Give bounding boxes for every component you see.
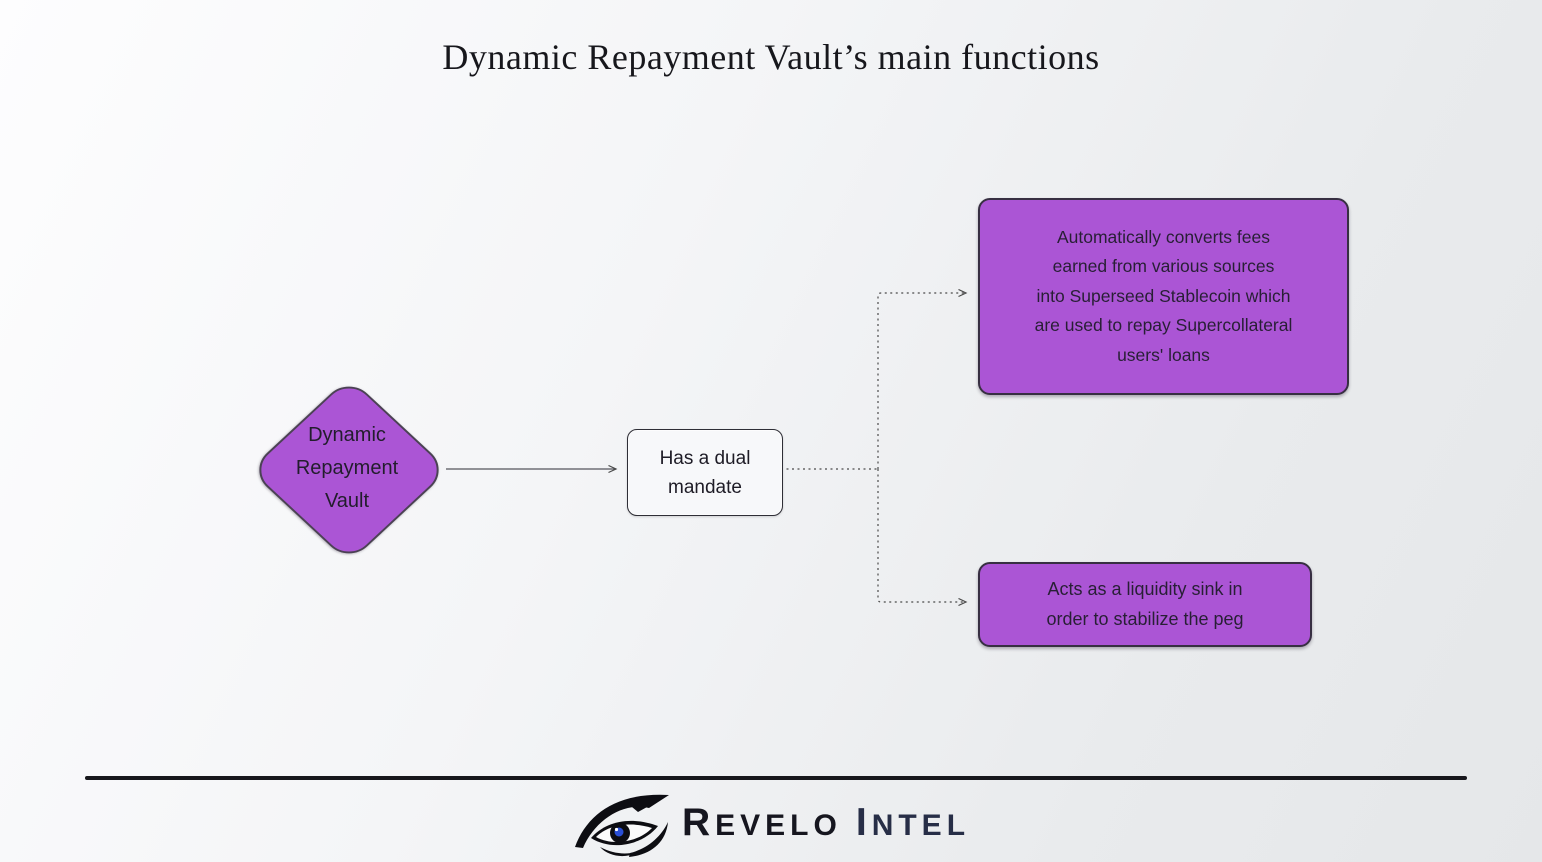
brand-word-revelo: Revelo xyxy=(681,801,842,844)
function-label-line: earned from various sources xyxy=(1052,256,1275,277)
function-label-line: users' loans xyxy=(1117,344,1210,365)
root-node-dynamic-repayment-vault: Dynamic Repayment Vault xyxy=(248,376,450,564)
node-has-a-dual-mandate: Has a dual mandate xyxy=(627,429,783,516)
page-title: Dynamic Repayment Vault’s main functions xyxy=(442,37,1100,77)
function-label-line: into Superseed Stablecoin which xyxy=(1036,285,1291,306)
connector-junction-to-function-1 xyxy=(877,293,966,469)
node-function-liquidity-sink: Acts as a liquidity sink in order to sta… xyxy=(978,562,1312,647)
brand-word-intel: Intel xyxy=(855,801,971,844)
function-label-line: order to stabilize the peg xyxy=(1046,608,1244,629)
node-function-convert-fees: Automatically converts fees earned from … xyxy=(978,198,1349,395)
footer-divider-line xyxy=(85,776,1467,780)
mandate-label-line: Has a dual xyxy=(659,447,751,469)
revelo-eye-logo-icon xyxy=(574,794,669,857)
function-label-line: Acts as a liquidity sink in xyxy=(1047,579,1243,599)
connector-junction-to-function-2 xyxy=(877,469,966,602)
mandate-label-line: mandate xyxy=(668,476,742,498)
function-label-line: are used to repay Supercollateral xyxy=(1034,315,1293,336)
root-node-label-line: Dynamic xyxy=(308,423,386,446)
function-label-line: Automatically converts fees xyxy=(1056,226,1270,247)
root-node-label-line: Repayment xyxy=(295,456,399,479)
root-node-label: Dynamic Repayment Vault xyxy=(249,377,445,559)
root-node-label-line: Vault xyxy=(324,489,370,512)
brand-wordmark: Revelo Intel xyxy=(682,801,970,845)
revelo-intel-logo: Revelo Intel xyxy=(0,784,1542,862)
